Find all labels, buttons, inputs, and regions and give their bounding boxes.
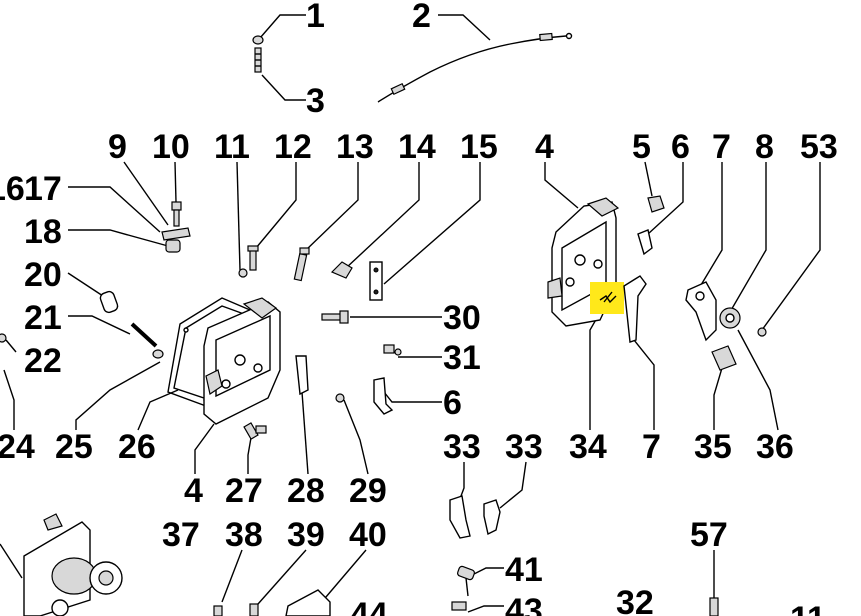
callout-13: 13 bbox=[336, 128, 374, 166]
nut-part-1 bbox=[252, 35, 264, 45]
callout-5: 5 bbox=[632, 128, 651, 166]
callout-38: 38 bbox=[225, 516, 263, 554]
callout-6-top: 6 bbox=[671, 128, 690, 166]
roller-part-8 bbox=[719, 307, 741, 329]
lever-part-7-lower bbox=[623, 275, 647, 343]
bracket-part-17 bbox=[161, 227, 191, 241]
lever-part-28 bbox=[295, 355, 309, 396]
callout-18: 18 bbox=[24, 213, 62, 251]
callout-22: 22 bbox=[24, 342, 62, 380]
screw-part-43 bbox=[451, 601, 467, 611]
nut-part-22 bbox=[0, 333, 7, 343]
callout-53: 53 bbox=[800, 128, 838, 166]
bottom-parts-39-40 bbox=[213, 589, 331, 616]
callout-11: 11 bbox=[214, 128, 250, 166]
screw-part-27 bbox=[243, 422, 267, 440]
callout-35: 35 bbox=[694, 428, 732, 466]
callout-33-left: 33 bbox=[443, 428, 481, 466]
callout-30: 30 bbox=[443, 299, 481, 337]
callout-40: 40 bbox=[349, 516, 387, 554]
callout-8: 8 bbox=[755, 128, 774, 166]
parts bbox=[0, 32, 767, 616]
callout-15: 15 bbox=[460, 128, 498, 166]
callout-10: 10 bbox=[152, 128, 190, 166]
screw-part-12 bbox=[247, 245, 259, 271]
bushing-part-18 bbox=[165, 239, 181, 253]
callout-20: 20 bbox=[24, 256, 62, 294]
nut-part-53 bbox=[757, 327, 767, 337]
lever-part-7-upper bbox=[685, 281, 717, 342]
callout-37: 37 bbox=[162, 516, 200, 554]
callout-12: 12 bbox=[274, 128, 312, 166]
screw-part-13 bbox=[293, 247, 310, 282]
lever-part-6-mid bbox=[373, 377, 394, 415]
bushing-part-5 bbox=[647, 195, 665, 213]
callout-44: 44 bbox=[350, 596, 388, 616]
leader-lines bbox=[0, 14, 821, 613]
lever-part-33-right bbox=[483, 499, 501, 536]
callout-25: 25 bbox=[55, 428, 93, 466]
callout-6-mid: 6 bbox=[443, 384, 462, 422]
callout-34: 34 bbox=[569, 428, 607, 466]
callout-39: 39 bbox=[287, 516, 325, 554]
callout-3: 3 bbox=[306, 82, 325, 120]
callout-28: 28 bbox=[287, 472, 325, 510]
callout-33-right: 33 bbox=[505, 428, 543, 466]
stud-part-3 bbox=[254, 47, 262, 73]
cable-part-2 bbox=[377, 32, 573, 103]
sleeve-part-20 bbox=[99, 290, 119, 314]
screw-part-10 bbox=[171, 201, 182, 227]
lock-body-part-4-left bbox=[203, 297, 281, 425]
callout-31: 31 bbox=[443, 339, 481, 377]
sleeve-part-41 bbox=[457, 565, 475, 597]
clip-part-14 bbox=[330, 261, 353, 279]
lever-part-6-right bbox=[637, 229, 653, 256]
callout-labels: 1 2 3 9 10 11 12 13 14 15 4 5 6 7 8 53 1… bbox=[0, 0, 838, 616]
lever-part-33-left bbox=[449, 495, 471, 539]
screw-part-57 bbox=[709, 597, 719, 616]
callout-9: 9 bbox=[108, 128, 127, 166]
callout-4-top: 4 bbox=[535, 128, 554, 166]
nut-part-31 bbox=[383, 344, 402, 356]
callout-7-top: 7 bbox=[712, 128, 731, 166]
plate-part-15 bbox=[369, 261, 383, 301]
callout-2: 2 bbox=[412, 0, 431, 35]
screw-part-21 bbox=[130, 322, 164, 359]
screw-part-30 bbox=[321, 310, 349, 324]
callout-7-lower: 7 bbox=[642, 428, 661, 466]
callout-26: 26 bbox=[118, 428, 156, 466]
spring-part-34-highlighted bbox=[590, 282, 624, 314]
nut-part-11 bbox=[238, 268, 248, 278]
callout-16-partial: 16 bbox=[0, 170, 25, 208]
callout-24: 24 bbox=[0, 428, 35, 466]
callout-57: 57 bbox=[690, 516, 728, 554]
callout-11-bottom: 11 bbox=[790, 600, 826, 616]
callout-4-lower: 4 bbox=[184, 472, 203, 510]
callout-43: 43 bbox=[505, 592, 543, 616]
callout-27: 27 bbox=[225, 472, 263, 510]
callout-29: 29 bbox=[349, 472, 387, 510]
callout-41: 41 bbox=[505, 551, 543, 589]
callout-32: 32 bbox=[616, 584, 654, 616]
callout-17: 17 bbox=[24, 170, 62, 208]
callout-36: 36 bbox=[756, 428, 794, 466]
callout-21: 21 bbox=[24, 299, 62, 337]
ball-part-29 bbox=[335, 393, 345, 403]
motor-assembly-bottom-left bbox=[23, 513, 123, 616]
sleeve-part-35 bbox=[711, 345, 737, 371]
callout-14: 14 bbox=[398, 128, 436, 166]
callout-1: 1 bbox=[306, 0, 325, 35]
